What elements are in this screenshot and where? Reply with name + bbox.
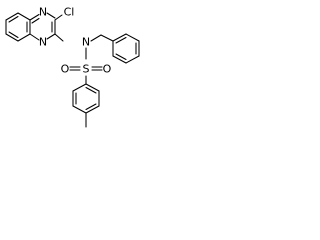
atom-s: S [83,63,90,76]
atom-n-sulfonamide: N [82,36,90,49]
bond-c-cl [54,14,63,21]
bond-ch2-phenyl [100,34,114,42]
chemical-structure-diagram: N Cl N N O S O [5,6,140,128]
atom-o-right: O [103,63,112,76]
atom-o-left: O [61,63,70,76]
atom-n-ring-top: N [39,6,47,19]
quinoxaline-pyrazine-ring [29,12,56,41]
bond-c-n-sulfonamide [54,33,64,42]
atom-n-ring-bottom: N [39,36,47,49]
bond-n-ch2 [90,34,102,42]
atom-cl: Cl [64,6,75,19]
benzyl-phenyl-ring [112,33,140,64]
quinoxaline-benzo-ring [5,12,31,42]
tolyl-ring [72,83,100,114]
sulfonyl-oxygen-bonds [69,66,103,71]
